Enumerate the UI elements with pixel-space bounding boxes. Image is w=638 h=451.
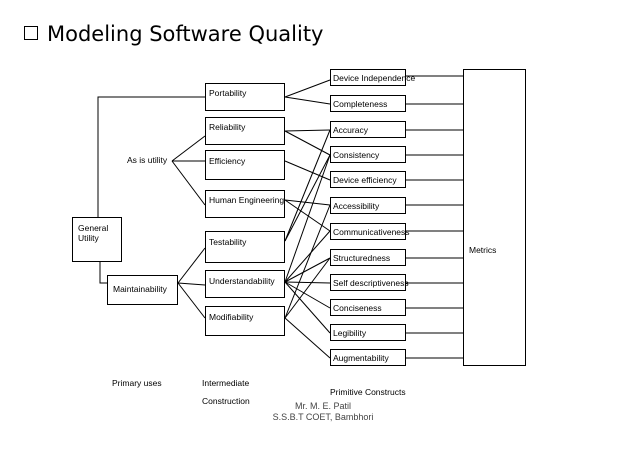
footer-intermediate: Intermediate xyxy=(202,378,250,388)
primitive-label-device-efficiency: Device efficiency xyxy=(333,175,397,185)
intermediate-box-modifiability xyxy=(205,306,285,336)
footer-primary-uses: Primary uses xyxy=(112,378,162,388)
general-utility-box xyxy=(72,217,122,262)
primitive-box-accuracy xyxy=(330,121,406,138)
maintainability-label: Maintainability xyxy=(113,284,167,294)
primitive-box-communicativeness xyxy=(330,223,406,240)
primitive-box-consistency xyxy=(330,146,406,163)
primitive-label-self-descriptiveness: Self descriptiveness xyxy=(333,278,409,288)
intermediate-label-understandability: Understandability xyxy=(209,276,275,286)
author-institute: S.S.B.T COET, Bambhori xyxy=(272,412,374,422)
checkbox-bullet-icon xyxy=(24,26,38,40)
intermediate-label-testability: Testability xyxy=(209,237,247,247)
intermediate-box-human-engineering xyxy=(205,190,285,218)
slide-title-text: Modeling Software Quality xyxy=(47,22,324,46)
intermediate-box-efficiency xyxy=(205,150,285,180)
primitive-label-legibility: Legibility xyxy=(333,328,367,338)
general-utility-label: General Utility xyxy=(78,223,109,243)
intermediate-label-reliability: Reliability xyxy=(209,122,246,132)
primitive-box-structuredness xyxy=(330,249,406,266)
author-name: Mr. M. E. Patil xyxy=(294,401,351,411)
primitive-label-device-independence: Device Independence xyxy=(333,73,416,83)
primitive-box-completeness xyxy=(330,95,406,112)
intermediate-box-reliability xyxy=(205,117,285,145)
primitive-box-device-independence xyxy=(330,69,406,86)
intermediate-box-testability xyxy=(205,231,285,263)
primitive-box-device-efficiency xyxy=(330,171,406,188)
primitive-box-conciseness xyxy=(330,299,406,316)
primitive-label-augmentability: Augmentability xyxy=(333,353,389,363)
intermediate-box-portability xyxy=(205,83,285,111)
footer-construction: Construction xyxy=(202,396,250,406)
primitive-label-communicativeness: Communicativeness xyxy=(333,227,410,237)
primitive-label-consistency: Consistency xyxy=(333,150,380,160)
as-is-utility-label: As is utility xyxy=(127,155,168,165)
footer-primitive: Primitive Constructs xyxy=(330,387,406,397)
primitive-box-legibility xyxy=(330,324,406,341)
intermediate-label-portability: Portability xyxy=(209,88,247,98)
intermediate-label-human-engineering: Human Engineering xyxy=(209,195,285,205)
primitive-label-structuredness: Structuredness xyxy=(333,253,391,263)
primitive-box-self-descriptiveness xyxy=(330,274,406,291)
intermediate-label-efficiency: Efficiency xyxy=(209,156,246,166)
primitive-label-accuracy: Accuracy xyxy=(333,125,368,135)
primitive-box-accessibility xyxy=(330,197,406,214)
intermediate-box-understandability xyxy=(205,270,285,298)
maintainability-box xyxy=(107,275,178,305)
metrics-label: Metrics xyxy=(469,245,497,255)
primitive-box-augmentability xyxy=(330,349,406,366)
metrics-box xyxy=(463,69,526,366)
primitive-label-conciseness: Conciseness xyxy=(333,303,382,313)
intermediate-label-modifiability: Modifiability xyxy=(209,312,254,322)
primitive-label-completeness: Completeness xyxy=(333,99,388,109)
slide-title: Modeling Software Quality xyxy=(24,22,324,46)
primitive-label-accessibility: Accessibility xyxy=(333,201,380,211)
